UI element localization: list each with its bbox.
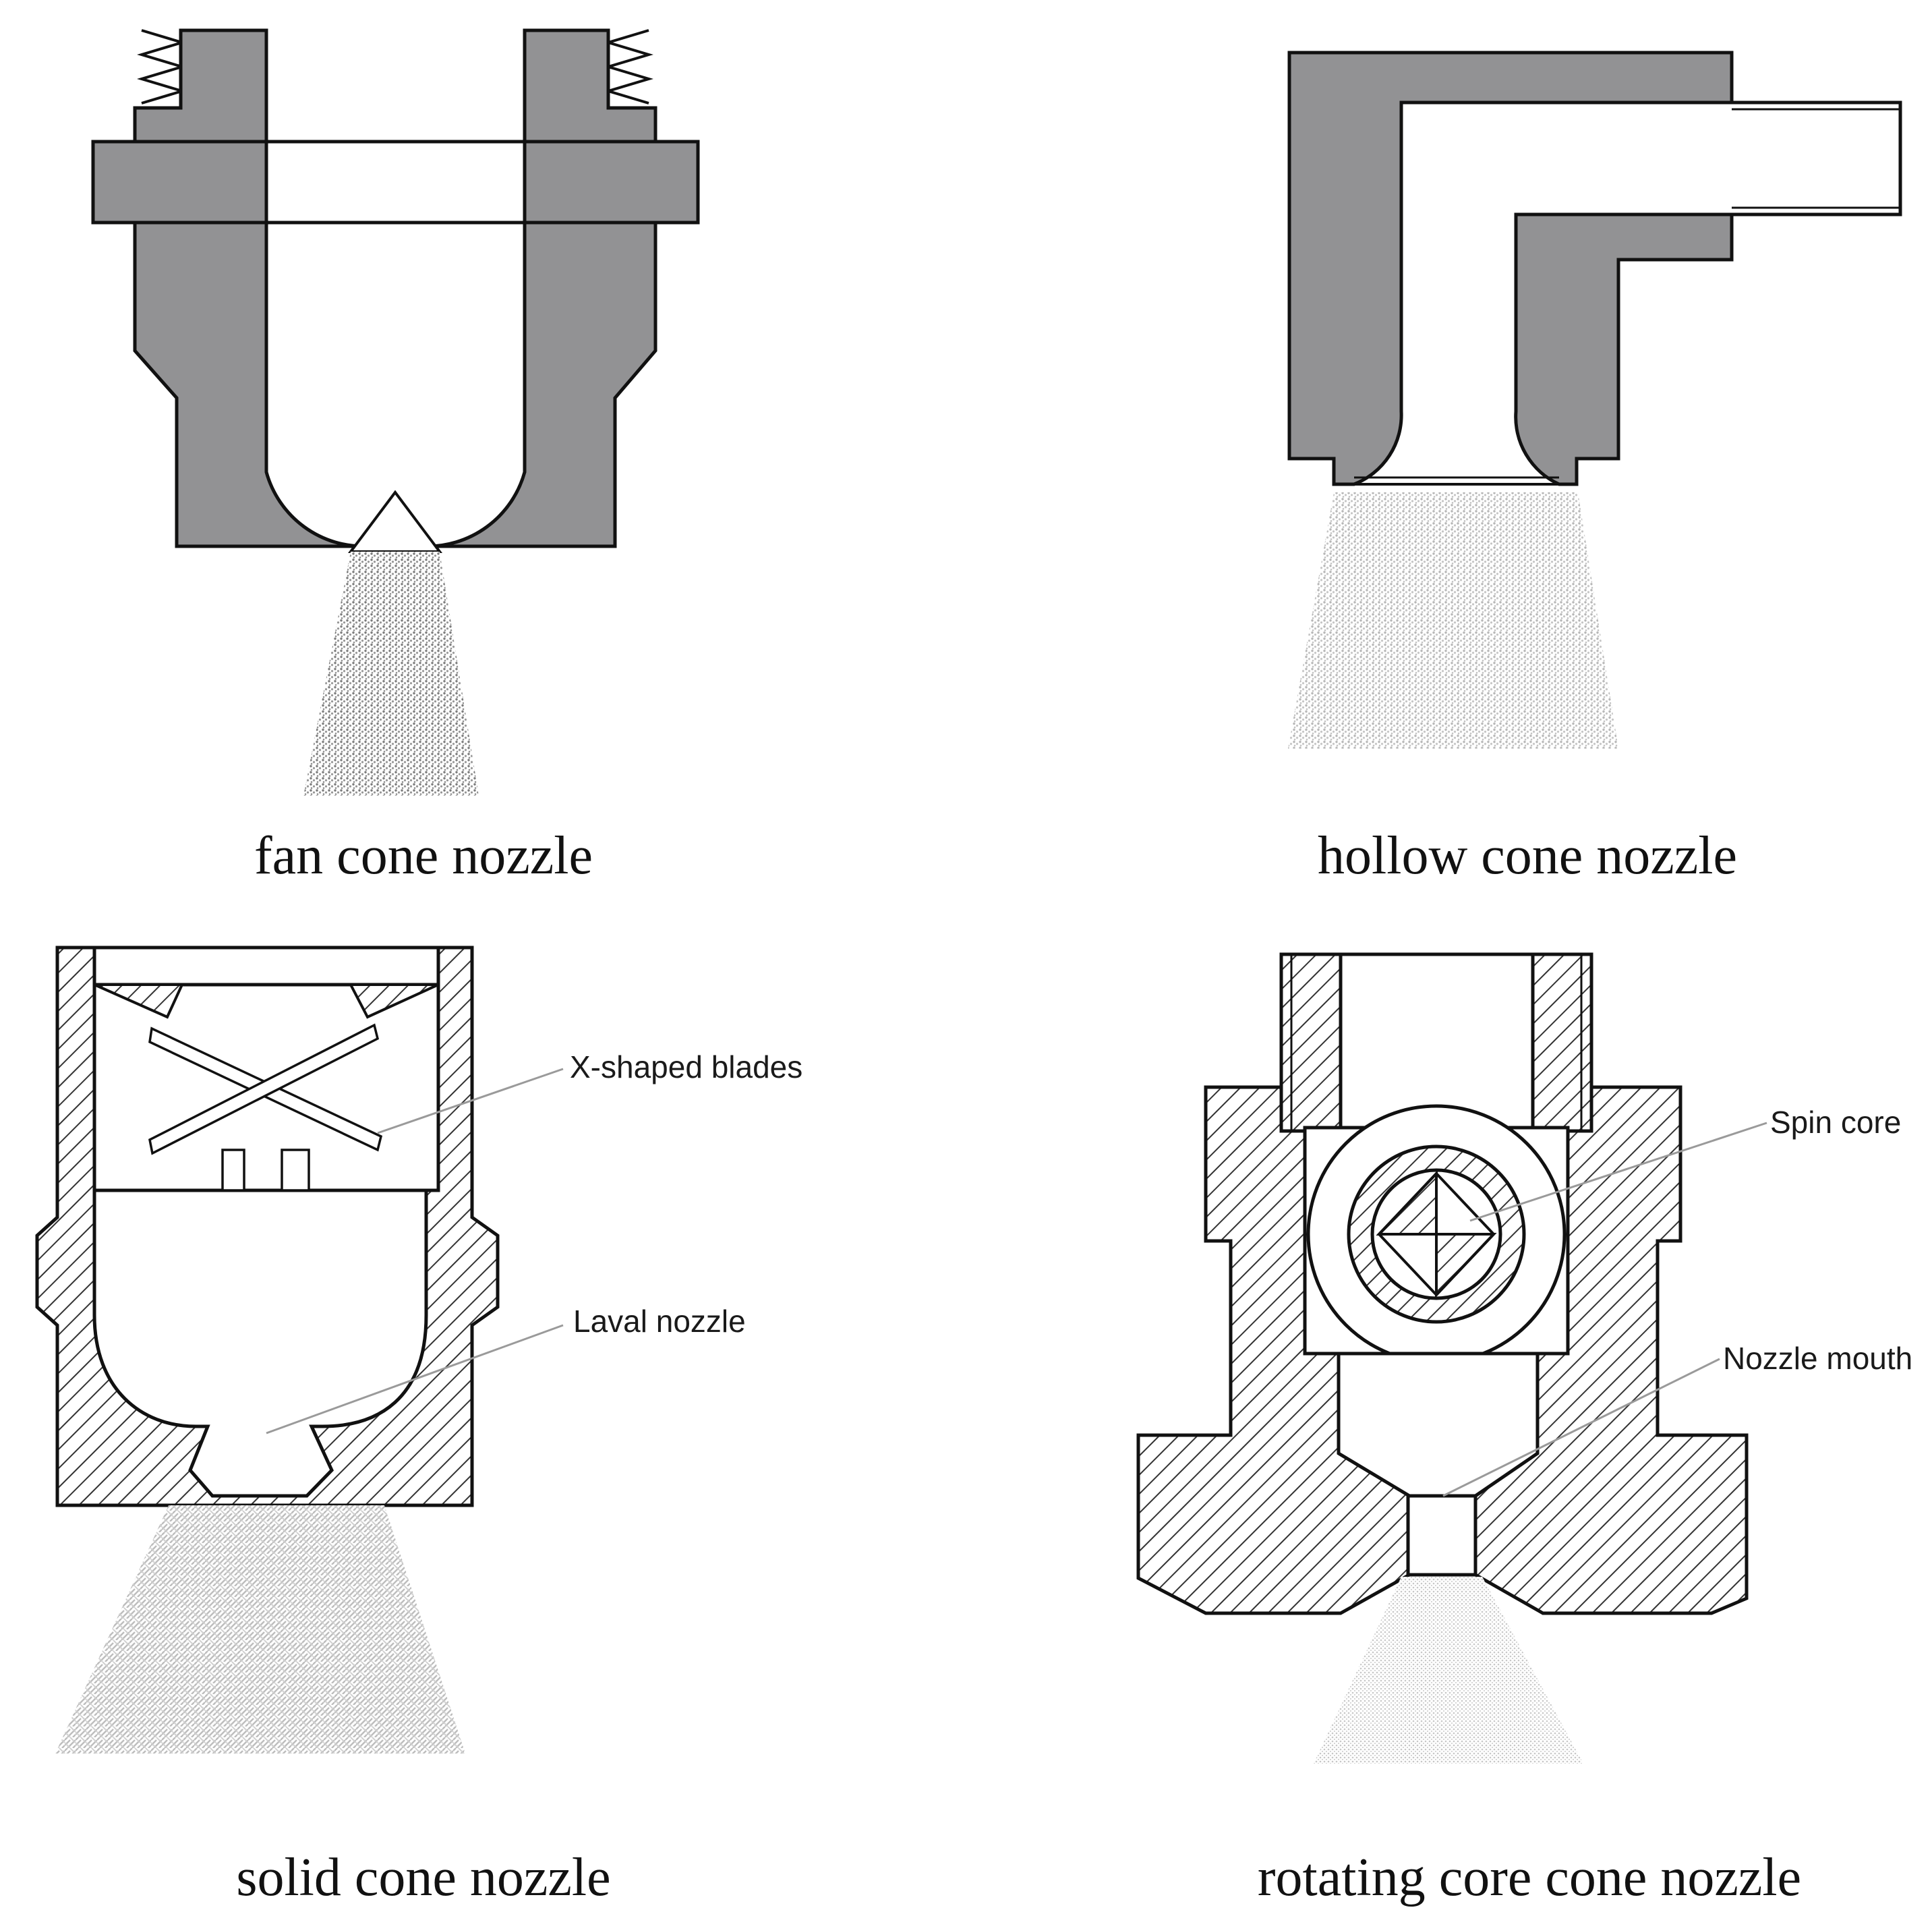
hollow-body-inner [1514, 212, 1734, 486]
hollow-cone-caption: hollow cone nozzle [1318, 826, 1737, 886]
hollow-spray [1288, 492, 1618, 749]
spin-core-label: Spin core [1770, 1105, 1901, 1140]
nozzle-mouth [1406, 1494, 1477, 1577]
fan-body-left [91, 28, 368, 548]
thread-right [604, 29, 653, 105]
fan-orifice [348, 490, 442, 553]
solid-spray [55, 1505, 465, 1753]
thread-left [137, 29, 187, 105]
rotating-core-nozzle-drawing [1136, 952, 1767, 1764]
hollow-body-outer [1287, 51, 1734, 486]
x-shaped-blades-label: X-shaped blades [570, 1049, 802, 1084]
fan-body-right [423, 28, 700, 548]
hollow-cone-nozzle-drawing [1287, 51, 1902, 749]
hollow-pipe [1732, 100, 1902, 216]
fan-cone-caption: fan cone nozzle [254, 826, 593, 886]
fan-spray [303, 552, 479, 796]
x-blade-2 [148, 1023, 380, 1155]
fan-cone-nozzle-drawing [91, 28, 700, 796]
laval-nozzle-label: Laval nozzle [573, 1304, 746, 1339]
solid-cone-nozzle-drawing [35, 946, 564, 1753]
solid-cone-caption: solid cone nozzle [236, 1848, 610, 1907]
nozzle-mouth-label: Nozzle mouth [1723, 1341, 1912, 1376]
rotating-spray [1314, 1577, 1583, 1764]
rotating-core-caption: rotating core cone nozzle [1258, 1848, 1801, 1907]
